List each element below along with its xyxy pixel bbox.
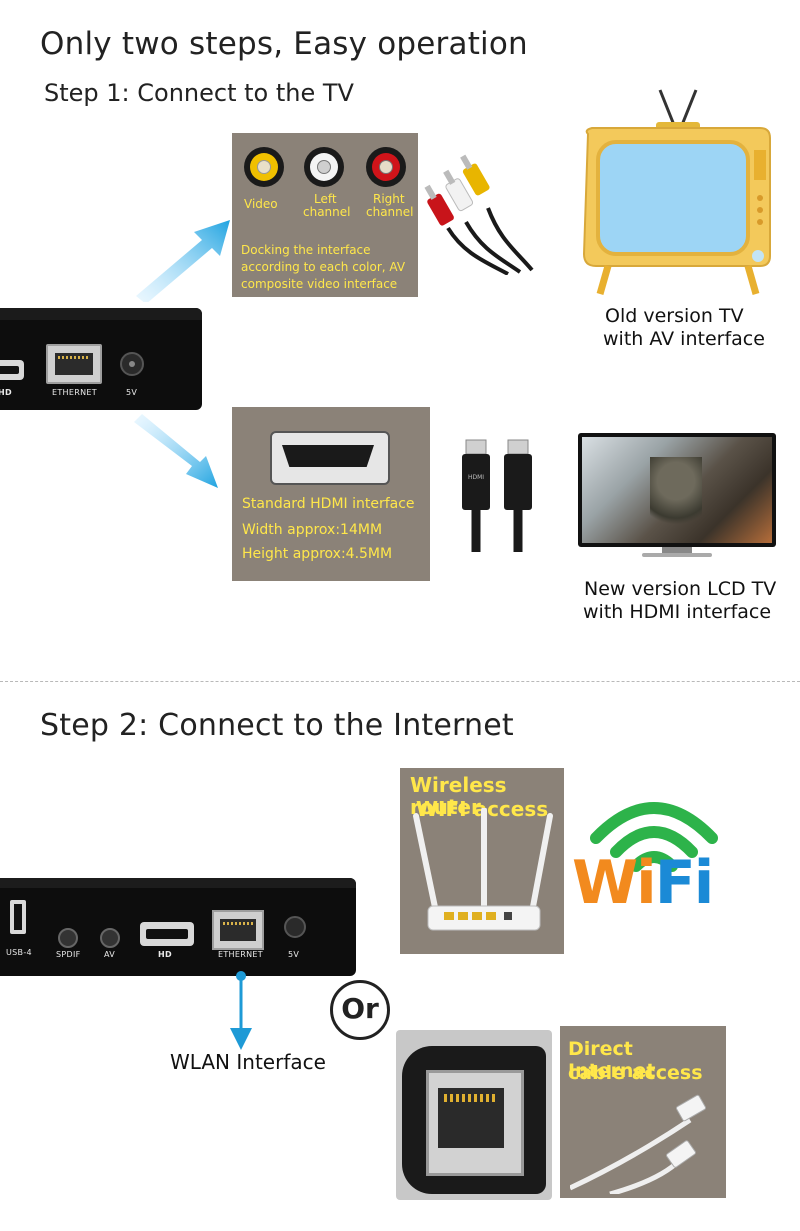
router-panel: Wireless router WIFI access — [400, 768, 564, 954]
new-tv-caption-1: New version LCD TV — [584, 578, 777, 600]
hdmi-desc-3: Height approx:4.5MM — [242, 546, 393, 562]
av-desc-2: according to each color, AV — [241, 260, 406, 274]
wifi-logo-text: WiFi — [572, 848, 714, 918]
page-title: Only two steps, Easy operation — [40, 26, 528, 62]
hdmi-interface-panel: Standard HDMI interface Width approx:14M… — [232, 407, 430, 581]
tv-box-step1: HD ETHERNET 5V — [0, 308, 202, 410]
left-label-2: channel — [303, 205, 351, 219]
lcd-tv-screen — [578, 433, 776, 547]
av-interface-panel: Video Left channel Right channel Docking… — [232, 133, 418, 297]
old-tv-caption-1: Old version TV — [605, 305, 744, 327]
network-cable-image — [570, 1094, 707, 1194]
box-top-surface — [0, 308, 202, 320]
direct-text-2: cable access — [568, 1062, 703, 1084]
right-label-2: channel — [366, 205, 414, 219]
or-text: Or — [341, 992, 379, 1025]
old-tv-caption-2: with AV interface — [603, 328, 765, 350]
lcd-tv-image — [578, 433, 776, 557]
left-label-1: Left — [314, 192, 337, 206]
hdmi-port-large — [270, 431, 390, 485]
direct-text-1: Direct Internet — [568, 1038, 656, 1082]
hdmi-cable-image — [462, 439, 532, 552]
right-label-1: Right — [373, 192, 405, 206]
spdif-label: SPDIF — [56, 950, 81, 959]
step1-heading: Step 1: Connect to the TV — [44, 79, 354, 107]
hdmi-cable-text: HDMI — [468, 474, 485, 481]
router-image — [413, 808, 553, 931]
old-tv-image — [582, 89, 771, 295]
av-port — [100, 928, 120, 948]
ethernet-port — [46, 344, 102, 384]
power-label-step2: 5V — [288, 950, 300, 959]
ethernet-port-step2 — [212, 910, 264, 950]
usb-port — [10, 900, 26, 934]
spdif-port — [58, 928, 78, 948]
hd-label: HD — [0, 388, 12, 397]
right-channel-jack — [366, 147, 406, 187]
section-divider — [0, 681, 800, 682]
av-desc-1: Docking the interface — [241, 243, 371, 257]
wlan-interface-label: WLAN Interface — [170, 1050, 326, 1074]
step2-heading: Step 2: Connect to the Internet — [40, 708, 514, 743]
rca-cable-image — [424, 154, 534, 275]
av-desc-3: composite video interface — [241, 277, 398, 291]
ethernet-label: ETHERNET — [52, 388, 97, 397]
tv-box-step2: USB-4 SPDIF AV HD ETHERNET 5V — [0, 878, 356, 976]
video-jack — [244, 147, 284, 187]
usb-label: USB-4 — [6, 948, 32, 957]
hdmi-port — [0, 360, 24, 380]
arrow-down-to-hdmi — [134, 414, 218, 488]
arrow-down-wlan — [230, 971, 252, 1050]
power-port — [120, 352, 144, 376]
ethernet-label-step2: ETHERNET — [218, 950, 263, 959]
or-circle: Or — [330, 980, 390, 1040]
hdmi-desc-2: Width approx:14MM — [242, 522, 383, 538]
hdmi-port-step2 — [140, 922, 194, 946]
hdmi-desc-1: Standard HDMI interface — [242, 496, 415, 512]
ethernet-closeup-image — [396, 1030, 552, 1200]
arrow-up-to-av — [136, 220, 230, 302]
wifi-logo — [590, 802, 718, 872]
left-channel-jack — [304, 147, 344, 187]
power-port-step2 — [284, 916, 306, 938]
direct-internet-panel: Direct Internet cable access — [560, 1026, 726, 1198]
power-label: 5V — [126, 388, 138, 397]
av-label: AV — [104, 950, 116, 959]
new-tv-caption-2: with HDMI interface — [583, 601, 772, 623]
lcd-tv-stand — [662, 547, 692, 553]
video-label: Video — [244, 197, 278, 211]
router-text-1: Wireless router — [410, 773, 507, 819]
hd-label-step2: HD — [158, 950, 172, 959]
